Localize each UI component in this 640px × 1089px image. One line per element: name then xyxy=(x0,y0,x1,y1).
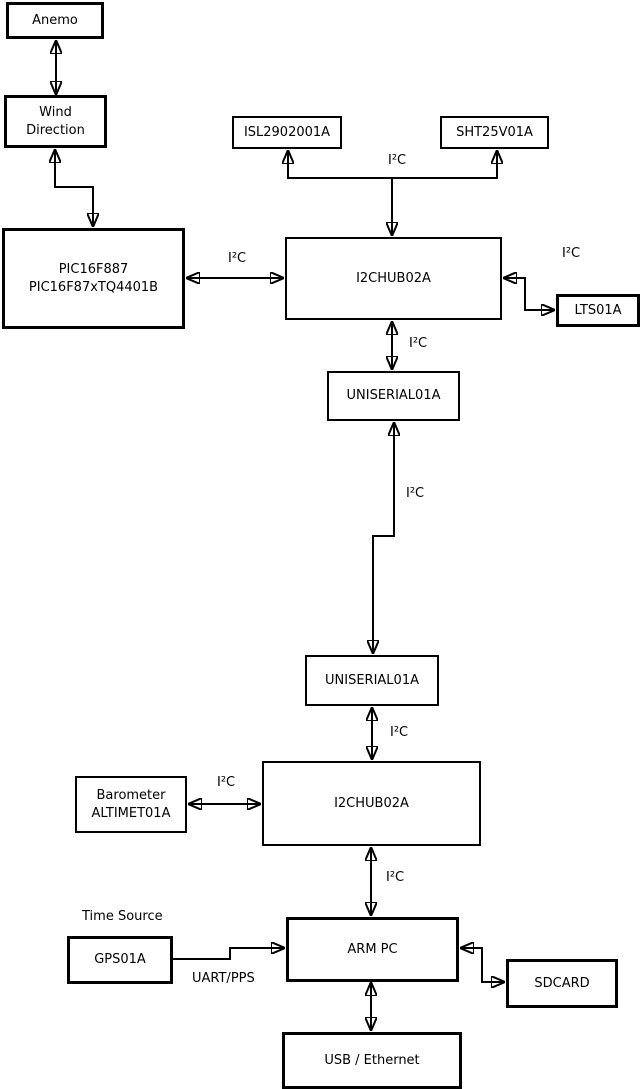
node-usb-ethernet-label: USB / Ethernet xyxy=(324,1052,420,1068)
node-gps01a-label: GPS01A xyxy=(94,952,146,967)
node-anemo-label: Anemo xyxy=(32,12,78,28)
edge-label-i2c-hub-uniserial: I²C xyxy=(409,336,428,351)
edge-label-i2c-hub-arm: I²C xyxy=(386,870,405,885)
node-wind-direction-label-line1: Wind xyxy=(39,104,72,120)
node-isl2902001a: ISL2902001A xyxy=(232,116,342,149)
node-sht25v01a-label: SHT25V01A xyxy=(456,124,533,140)
node-lts01a: LTS01A xyxy=(556,294,640,327)
node-isl2902001a-label: ISL2902001A xyxy=(243,124,331,140)
edge-uniserial-top-uniserial-bottom xyxy=(373,423,394,653)
node-i2chub02a-top-label: I2CHUB02A xyxy=(356,270,431,286)
node-sdcard-label: SDCARD xyxy=(534,975,590,991)
edge-label-i2c-pic-hub: I²C xyxy=(228,251,247,266)
node-gps01a: GPS01A xyxy=(67,936,173,984)
edge-wind-pic xyxy=(55,150,93,226)
node-barometer-altimet01a: Barometer ALTIMET01A xyxy=(75,776,187,833)
node-anemo: Anemo xyxy=(6,2,104,39)
node-arm-pc-label: ARM PC xyxy=(347,941,398,957)
node-i2chub02a-bottom-label: I2CHUB02A xyxy=(334,795,409,811)
node-sdcard: SDCARD xyxy=(506,959,618,1008)
node-lts01a-label: LTS01A xyxy=(574,302,622,318)
node-pic16f887: PIC16F887 PIC16F87xTQ4401B xyxy=(2,228,185,329)
node-pic16f887-label-line1: PIC16F887 xyxy=(58,261,129,277)
node-uniserial01a-top: UNISERIAL01A xyxy=(327,371,460,421)
node-i2chub02a-bottom: I2CHUB02A xyxy=(262,761,481,846)
node-pic16f887-label-line2: PIC16F87xTQ4401B xyxy=(28,279,159,295)
edge-label-i2c-long-link: I²C xyxy=(406,486,425,501)
edge-label-uart-pps: UART/PPS xyxy=(192,971,255,986)
edge-gps-arm xyxy=(173,948,284,960)
node-uniserial01a-bottom-label: UNISERIAL01A xyxy=(325,672,419,688)
edge-label-time-source: Time Source xyxy=(82,909,163,924)
node-uniserial01a-bottom: UNISERIAL01A xyxy=(305,655,439,706)
node-uniserial01a-top-label: UNISERIAL01A xyxy=(346,388,441,403)
edge-label-i2c-sensor-branch: I²C xyxy=(388,153,407,168)
edge-hub-top-lts xyxy=(504,278,554,310)
edge-arm-sdcard xyxy=(461,948,504,982)
node-wind-direction: Wind Direction xyxy=(4,95,107,148)
node-usb-ethernet: USB / Ethernet xyxy=(282,1032,462,1089)
node-wind-direction-label-line2: Direction xyxy=(26,122,85,138)
node-sht25v01a: SHT25V01A xyxy=(440,116,549,149)
node-barometer-label-line2: ALTIMET01A xyxy=(91,805,171,821)
node-i2chub02a-top: I2CHUB02A xyxy=(285,237,502,320)
node-arm-pc: ARM PC xyxy=(286,917,459,982)
node-barometer-label-line1: Barometer xyxy=(96,787,166,803)
edge-label-i2c-barometer: I²C xyxy=(217,775,236,790)
edge-label-i2c-lts: I²C xyxy=(562,246,581,261)
edge-label-i2c-uniserial-hub-bottom: I²C xyxy=(390,725,409,740)
